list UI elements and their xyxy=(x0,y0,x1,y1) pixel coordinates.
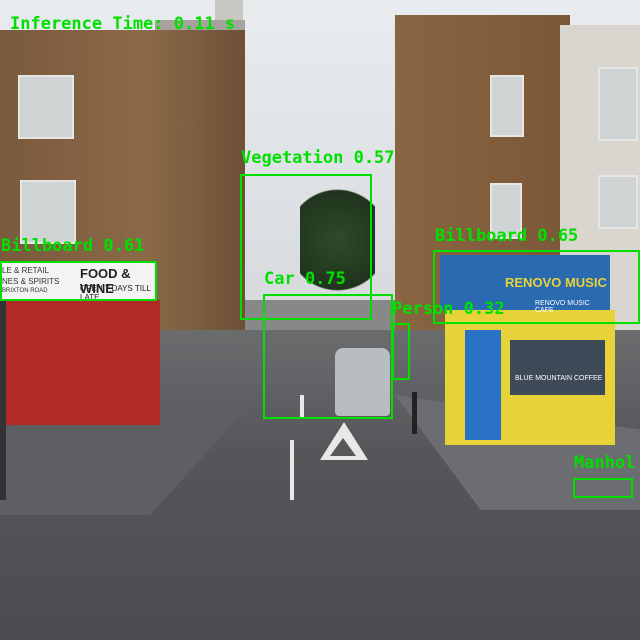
sign-text: OPEN 7 DAYS TILL LATE xyxy=(80,284,151,302)
detection-label-person: Person 0.32 xyxy=(392,299,505,319)
detection-label-car: Car 0.75 xyxy=(264,269,346,289)
sign-text: BRIXTON ROAD xyxy=(2,288,48,294)
cafe-window xyxy=(510,340,605,395)
window xyxy=(18,75,74,139)
right-shopfront: BLUE MOUNTAIN COFFEE xyxy=(445,310,615,445)
lane-marking xyxy=(290,440,294,500)
sign-text: RENOVO MUSIC xyxy=(505,275,607,290)
window xyxy=(598,67,638,141)
right-shop-sign: RENOVO MUSIC RENOVO MUSIC CAFE xyxy=(440,255,610,314)
detection-label-billboard-left: Billboard 0.61 xyxy=(1,236,145,256)
inference-time-text: Inference Time: 0.11 s xyxy=(10,14,236,34)
window xyxy=(20,180,76,244)
bollard xyxy=(412,392,417,434)
detection-label-billboard-right: Billboard 0.65 xyxy=(435,226,579,246)
left-shopfront xyxy=(0,300,160,425)
detection-label-vegetation: Vegetation 0.57 xyxy=(241,148,395,168)
lane-marking xyxy=(300,395,304,417)
window xyxy=(598,175,638,229)
detection-box-car xyxy=(263,294,393,419)
detection-box-manhole xyxy=(573,478,633,498)
cafe-door xyxy=(465,330,501,440)
detection-box-billboard-left xyxy=(0,261,157,301)
detection-box-vegetation xyxy=(240,174,372,320)
car xyxy=(335,348,390,416)
sign-text: FOOD & WINE xyxy=(80,266,131,296)
detection-box-person xyxy=(392,323,410,380)
window xyxy=(490,183,522,239)
left-shop-sign: LE & RETAIL NES & SPIRITS BRIXTON ROAD F… xyxy=(0,262,155,302)
sign-text: NES & SPIRITS xyxy=(2,277,60,286)
detection-box-billboard-right xyxy=(433,250,640,324)
sign-text: LE & RETAIL xyxy=(2,266,49,275)
tree xyxy=(300,180,375,300)
sign-text: RENOVO MUSIC CAFE xyxy=(535,300,590,314)
window xyxy=(490,75,524,137)
detection-label-manhole: Manhol xyxy=(574,453,636,473)
lamp-post xyxy=(0,300,6,500)
give-way-triangle-inner xyxy=(330,438,356,456)
window-text: BLUE MOUNTAIN COFFEE xyxy=(515,375,603,382)
